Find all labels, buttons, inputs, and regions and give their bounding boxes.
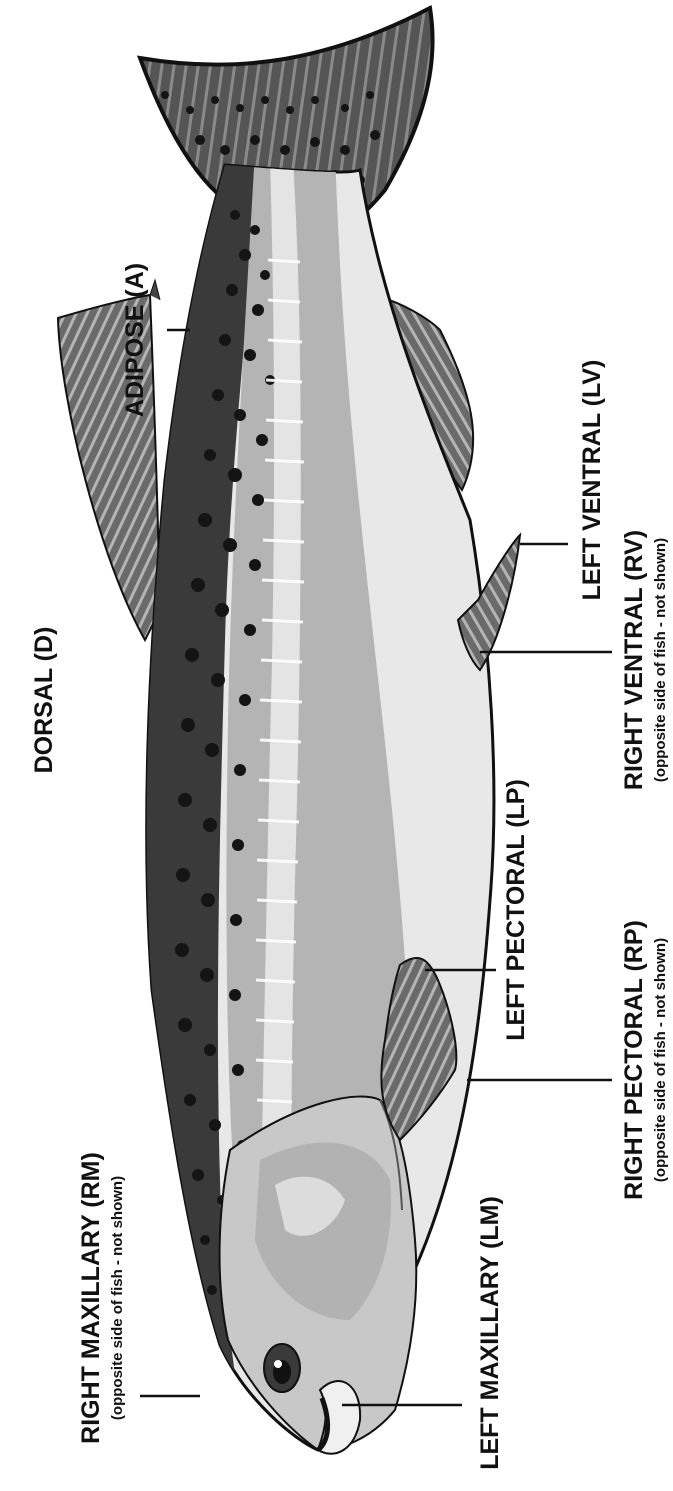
right-ventral-label: RIGHT VENTRAL (RV) — [620, 530, 648, 790]
right-pectoral-note: (opposite side of fish - not shown) — [652, 938, 669, 1182]
adipose-label: ADIPOSE (A) — [121, 263, 149, 417]
left-maxillary-label: LEFT MAXILLARY (LM) — [476, 1196, 504, 1470]
left-ventral-label: LEFT VENTRAL (LV) — [578, 360, 606, 601]
right-maxillary-label: RIGHT MAXILLARY (RM) — [77, 1152, 105, 1444]
eye — [264, 1344, 300, 1392]
left-pectoral-label: LEFT PECTORAL (LP) — [502, 779, 530, 1041]
right-pectoral-label: RIGHT PECTORAL (RP) — [620, 920, 648, 1200]
right-maxillary-note: (opposite side of fish - not shown) — [109, 1176, 126, 1420]
dorsal-label: DORSAL (D) — [30, 627, 58, 774]
right-ventral-note: (opposite side of fish - not shown) — [652, 538, 669, 782]
